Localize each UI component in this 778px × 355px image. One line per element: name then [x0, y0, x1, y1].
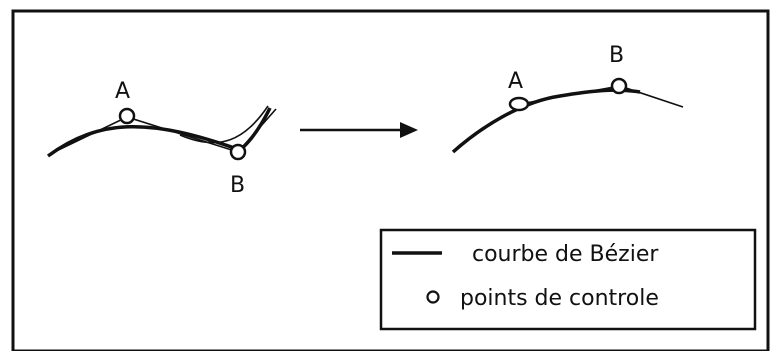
right-label-a: A — [508, 69, 523, 94]
legend: courbe de Bézier points de controle — [379, 228, 757, 331]
arrow-head — [400, 122, 418, 138]
right-label-b: B — [609, 43, 624, 68]
left-control-point-b — [229, 143, 247, 161]
legend-box — [379, 228, 757, 331]
legend-curve-label: courbe de Bézier — [472, 242, 659, 267]
right-control-point-b — [610, 77, 628, 95]
legend-control-point-icon — [426, 290, 440, 304]
right-control-point-a — [508, 96, 530, 112]
left-control-point-a — [118, 107, 136, 125]
transform-arrow — [300, 122, 418, 138]
left-bezier-curve — [46, 107, 272, 158]
left-label-a: A — [115, 79, 130, 104]
legend-control-label: points de controle — [460, 286, 659, 311]
left-figure: A B — [46, 79, 277, 198]
left-upper-arc — [179, 105, 269, 144]
right-figure: A B — [451, 43, 684, 154]
left-label-b: B — [230, 173, 245, 198]
right-bezier-curve — [451, 88, 641, 154]
